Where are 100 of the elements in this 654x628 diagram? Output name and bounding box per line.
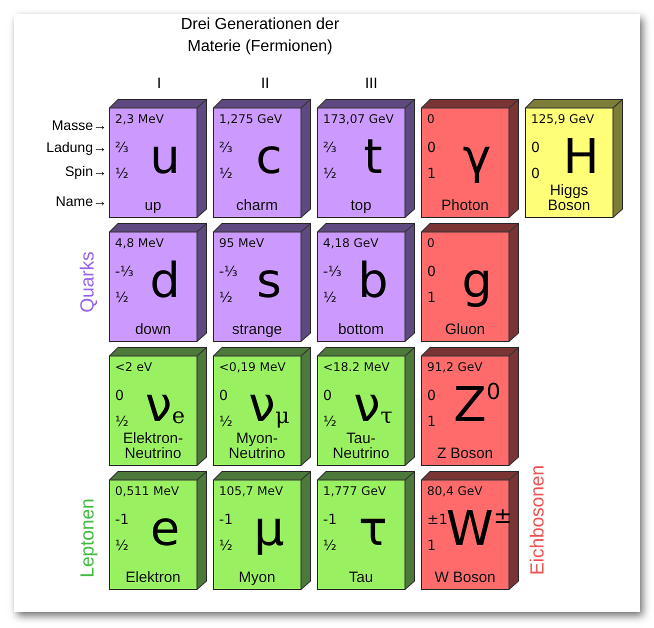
charge-value: -⅓ xyxy=(323,265,342,279)
particle-card xyxy=(317,99,415,218)
particle-card xyxy=(109,223,207,342)
charge-value: -1 xyxy=(115,513,129,527)
spin-value: ½ xyxy=(323,539,337,553)
particle-symbol: e xyxy=(149,505,181,553)
row-label: Masse→ xyxy=(52,118,107,132)
mass-value: 0,511 MeV xyxy=(115,485,180,497)
particle-symbol: Z$^{0}$ xyxy=(452,381,502,429)
particle-card xyxy=(109,347,207,466)
particle-card xyxy=(421,99,519,218)
mass-value: 1,777 GeV xyxy=(323,485,386,497)
particle-name: strange xyxy=(230,322,284,338)
particle-card xyxy=(525,99,623,218)
spin-value: ½ xyxy=(323,291,337,305)
row-label: Ladung→ xyxy=(46,140,107,154)
particle-card xyxy=(213,471,311,590)
row-label: Spin→ xyxy=(64,164,107,178)
spin-value: ½ xyxy=(115,539,129,553)
particle-card xyxy=(109,99,207,218)
charge-value: 0 xyxy=(531,141,540,155)
particle-name: down xyxy=(134,322,172,338)
spin-value: 1 xyxy=(427,167,436,181)
charge-value: 0 xyxy=(115,389,124,403)
mass-value: <18.2 MeV xyxy=(323,361,390,373)
row-label: Name→ xyxy=(56,194,107,208)
spin-value: ½ xyxy=(219,415,233,429)
mass-value: 105,7 MeV xyxy=(219,485,284,497)
particle-card xyxy=(213,347,311,466)
charge-value: ⅔ xyxy=(219,141,233,155)
spin-value: ½ xyxy=(323,415,337,429)
charge-value: ±1 xyxy=(427,513,448,527)
mass-value: <2 eV xyxy=(115,361,152,373)
mass-value: 95 MeV xyxy=(219,237,264,249)
particle-name: Myon-Neutrino xyxy=(228,430,286,462)
charge-value: -1 xyxy=(323,513,337,527)
generation-label: II xyxy=(261,76,270,91)
charge-value: ⅔ xyxy=(323,141,337,155)
charge-value: -1 xyxy=(219,513,233,527)
particle-name: Elektron-Neutrino xyxy=(122,430,184,462)
particle-symbol: γ xyxy=(462,133,492,181)
particle-name: Tau-Neutrino xyxy=(332,430,390,462)
particle-symbol: H xyxy=(562,133,600,181)
particle-card xyxy=(213,223,311,342)
mass-value: 0 xyxy=(427,237,435,249)
spin-value: ½ xyxy=(115,415,129,429)
particle-card xyxy=(317,347,415,466)
charge-value: ⅔ xyxy=(115,141,129,155)
mass-value: 2,3 MeV xyxy=(115,113,164,125)
spin-value: ½ xyxy=(219,291,233,305)
mass-value: 0 xyxy=(427,113,435,125)
spin-value: 1 xyxy=(427,539,436,553)
mass-value: <0,19 MeV xyxy=(219,361,286,373)
mass-value: 91,2 GeV xyxy=(427,361,482,373)
particle-name: Elektron xyxy=(124,570,182,586)
particle-card xyxy=(421,471,519,590)
mass-value: 80,4 GeV xyxy=(427,485,482,497)
charge-value: -⅓ xyxy=(219,265,238,279)
particle-card xyxy=(317,223,415,342)
particle-symbol: t xyxy=(362,133,384,181)
generation-label: III xyxy=(365,76,378,91)
particle-symbol: d xyxy=(148,257,182,305)
particle-symbol: u xyxy=(148,133,182,181)
particle-name: top xyxy=(350,198,372,214)
spin-value: 1 xyxy=(427,415,436,429)
particle-symbol: c xyxy=(254,133,284,181)
spin-value: ½ xyxy=(115,291,129,305)
mass-value: 173,07 GeV xyxy=(323,113,394,125)
particle-name: Higgs Boson xyxy=(546,182,592,214)
mass-value: 4,8 MeV xyxy=(115,237,164,249)
spin-value: ½ xyxy=(323,167,337,181)
particle-symbol: g xyxy=(460,257,494,305)
charge-value: 0 xyxy=(427,389,436,403)
particle-card xyxy=(421,223,519,342)
particle-name: Tau xyxy=(348,570,374,586)
particle-name: charm xyxy=(235,198,279,214)
particle-card xyxy=(421,347,519,466)
group-label: Quarks xyxy=(78,251,98,313)
spin-value: ½ xyxy=(115,167,129,181)
spin-value: ½ xyxy=(219,167,233,181)
diagram-title: Drei Generationen der Materie (Fermionen) xyxy=(180,15,340,57)
particle-card xyxy=(109,471,207,590)
group-label: Leptonen xyxy=(78,498,98,578)
group-label: Eichbosonen xyxy=(528,465,548,575)
particle-name: Z Boson xyxy=(436,446,494,462)
particle-name: bottom xyxy=(337,322,385,338)
spin-value: 0 xyxy=(531,167,540,181)
charge-value: -⅓ xyxy=(115,265,134,279)
mass-value: 1,275 GeV xyxy=(219,113,282,125)
spin-value: 1 xyxy=(427,291,436,305)
particle-name: Photon xyxy=(440,198,490,214)
particle-name: Myon xyxy=(238,570,276,586)
generation-label: I xyxy=(157,76,162,91)
charge-value: 0 xyxy=(427,265,436,279)
mass-value: 4,18 GeV xyxy=(323,237,378,249)
particle-card xyxy=(213,99,311,218)
particle-symbol: τ xyxy=(358,505,388,553)
spin-value: ½ xyxy=(219,539,233,553)
particle-symbol: s xyxy=(255,257,282,305)
particle-name: up xyxy=(144,198,162,214)
